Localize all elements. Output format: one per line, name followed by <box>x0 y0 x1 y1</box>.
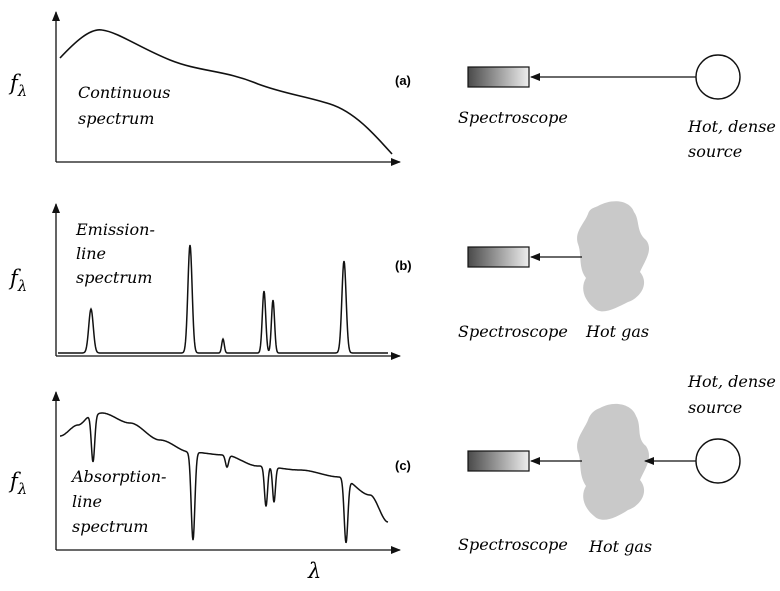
panel-a: fλ Continuous spectrum (a) Spectroscope … <box>8 11 776 166</box>
panel-a-source-label-line1: Hot, dense <box>687 117 776 136</box>
panel-c: fλ Absorption- line spectrum (c) Hot, de… <box>8 372 776 556</box>
panel-a-spectrum-label-line2: spectrum <box>78 109 154 128</box>
panel-c-source-label-line1: Hot, dense <box>687 372 776 391</box>
continuous-spectrum-curve <box>59 29 393 155</box>
panel-a-source-label-line2: source <box>688 142 742 161</box>
panel-b-spectroscope <box>467 246 530 268</box>
panel-b-hot-gas-cloud <box>577 201 650 312</box>
panel-c-spectroscope <box>467 450 530 472</box>
panel-c-hot-gas-cloud <box>577 403 650 520</box>
panel-c-letter: (c) <box>395 458 411 473</box>
panel-b-letter: (b) <box>395 258 412 273</box>
x-axis-lambda-label: λ <box>307 559 321 583</box>
panel-b-gas-label: Hot gas <box>585 322 649 341</box>
panel-b-spectrum-label-line3: spectrum <box>76 268 152 287</box>
panel-c-hot-dense-source <box>695 438 741 484</box>
absorption-line-spectrum-curve <box>60 412 389 544</box>
panel-b-spectroscope-label: Spectroscope <box>458 322 568 341</box>
panel-c-y-label: fλ <box>8 469 27 498</box>
panel-c-gas-label: Hot gas <box>588 537 652 556</box>
panel-c-spectrum-label-line3: spectrum <box>72 517 148 536</box>
panel-a-spectrum-label-line1: Continuous <box>78 83 170 102</box>
panel-a-hot-dense-source <box>695 54 741 100</box>
panel-a-spectroscope <box>467 66 530 88</box>
panel-c-spectrum-label-line2: line <box>72 492 102 511</box>
panel-b: fλ Emission- line spectrum (b) Spectrosc… <box>8 201 650 360</box>
panel-b-spectrum-label-line2: line <box>76 244 106 263</box>
emission-line-spectrum-curve <box>58 244 388 354</box>
panel-a-y-label: fλ <box>8 71 27 100</box>
panel-a-spectroscope-label: Spectroscope <box>458 108 568 127</box>
panel-c-spectrum-label-line1: Absorption- <box>70 467 166 486</box>
panel-b-spectrum-label-line1: Emission- <box>75 220 155 239</box>
panel-c-source-label-line2: source <box>688 398 742 417</box>
panel-a-letter: (a) <box>395 73 411 88</box>
panel-c-spectroscope-label: Spectroscope <box>458 535 568 554</box>
panel-b-y-label: fλ <box>8 266 27 295</box>
